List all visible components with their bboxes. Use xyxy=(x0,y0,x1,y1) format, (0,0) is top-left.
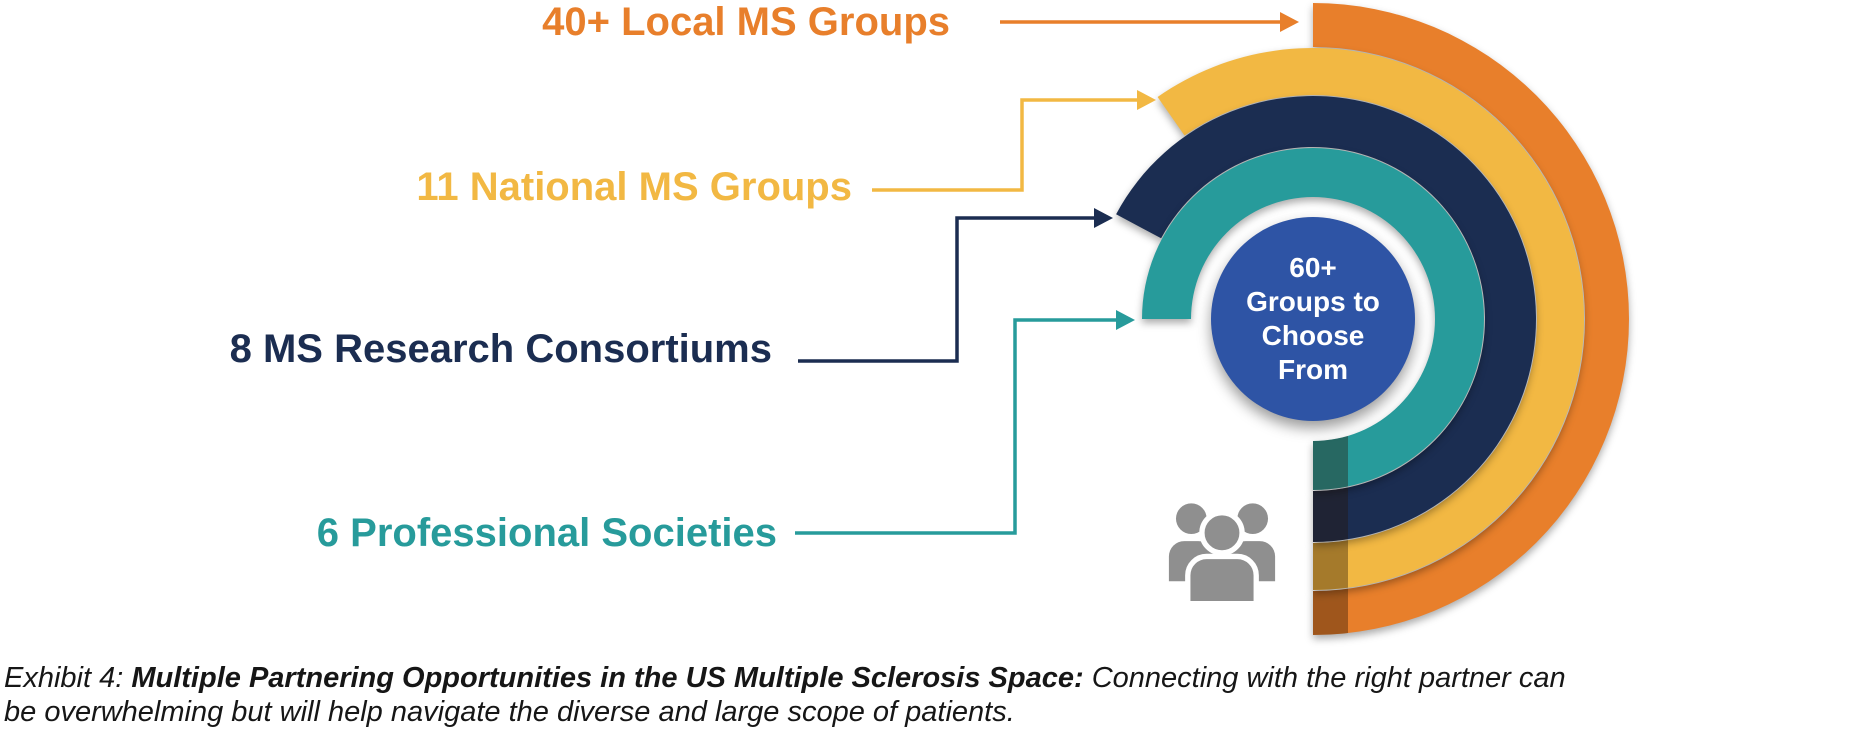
person-front-body xyxy=(1185,553,1259,607)
label-professional-societies: 6 Professional Societies xyxy=(316,511,777,555)
connector-professional-societies xyxy=(795,318,1117,535)
caption-description-line1: Connecting with the right partner can xyxy=(1091,662,1566,694)
caption: Exhibit 4: Multiple Partnering Opportuni… xyxy=(4,661,1814,729)
person-back-left-head xyxy=(1175,503,1207,535)
ring-local-ms-groups xyxy=(1313,3,1629,635)
badge-line-4: From xyxy=(1278,354,1348,385)
badge-line-3: Choose xyxy=(1261,320,1365,351)
label-national-ms-groups: 11 National MS Groups xyxy=(416,165,852,209)
arrowhead-national-ms-groups xyxy=(1137,90,1156,110)
caption-description-line2: be overwhelming but will help navigate t… xyxy=(4,696,1015,728)
arrowhead-professional-societies xyxy=(1116,310,1135,330)
arrowhead-local-ms-groups xyxy=(1280,12,1299,32)
person-back-right-head xyxy=(1237,503,1269,535)
label-local-ms-groups: 40+ Local MS Groups xyxy=(542,0,950,44)
center-total-badge: 60+ Groups to Choose From xyxy=(1211,217,1415,421)
badge-line-1: 60+ xyxy=(1289,252,1337,283)
caption-title: Multiple Partnering Opportunities in the… xyxy=(131,662,1092,694)
person-front-head xyxy=(1199,510,1245,556)
label-ms-research-consortiums: 8 MS Research Consortiums xyxy=(229,327,772,371)
ring-national-ms-groups xyxy=(1157,48,1585,591)
arrowhead-ms-research-consortiums xyxy=(1094,208,1113,228)
caption-exhibit-label: Exhibit 4: xyxy=(4,662,132,694)
connector-national-ms-groups xyxy=(872,98,1138,192)
people-group-icon xyxy=(1168,503,1276,607)
badge-line-2: Groups to xyxy=(1246,286,1380,317)
connector-ms-research-consortiums xyxy=(798,216,1095,363)
